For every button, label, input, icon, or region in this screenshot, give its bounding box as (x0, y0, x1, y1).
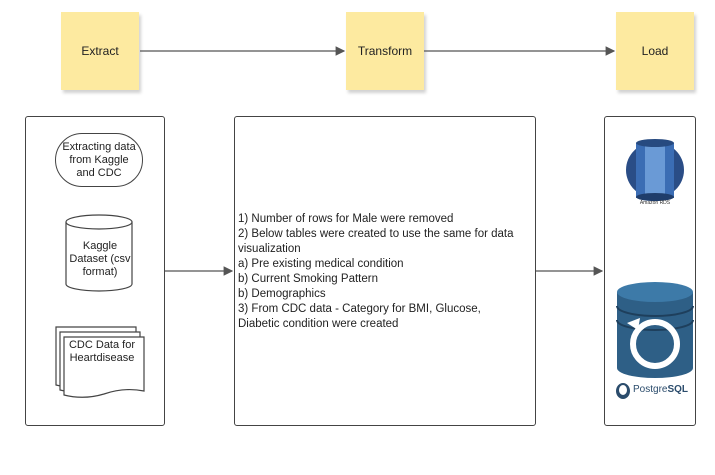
transform-note: Transform (346, 12, 424, 90)
transform-line: 2) Below tables were created to use the … (238, 228, 514, 240)
database-restore-icon (616, 282, 694, 378)
extract-label: Extract (81, 44, 119, 58)
kaggle-cylinder-icon (65, 214, 133, 292)
cdc-data-label: CDC Data for Heartdisease (68, 339, 136, 364)
extract-note: Extract (61, 12, 139, 90)
cdc-document-stack-icon (55, 326, 145, 398)
transform-line: visualization (238, 243, 301, 255)
transform-label: Transform (357, 44, 413, 58)
transform-line: b) Current Smoking Pattern (238, 273, 378, 285)
postgresql-label-a: Postgre (633, 384, 668, 395)
load-note: Load (616, 12, 694, 90)
transform-line: b) Demographics (238, 288, 326, 300)
transform-steps: 1) Number of rows for Male were removed … (238, 212, 538, 332)
transform-line: a) Pre existing medical condition (238, 258, 404, 270)
transform-box (234, 116, 536, 426)
kaggle-dataset-label: Kaggle Dataset (csv format) (69, 240, 131, 278)
load-label: Load (641, 44, 669, 58)
extracting-data-pill: Extracting data from Kaggle and CDC (55, 133, 143, 187)
transform-line: Diabetic condition were created (238, 318, 399, 330)
postgresql-label-b: SQL (667, 384, 689, 395)
postgresql-elephant-icon (616, 383, 630, 399)
extracting-data-text: Extracting data from Kaggle and CDC (62, 140, 136, 179)
amazon-rds-label: Amazon RDS (639, 200, 671, 206)
transform-line: 3) From CDC data - Category for BMI, Glu… (238, 303, 481, 315)
amazon-rds-icon (626, 139, 684, 201)
transform-line: 1) Number of rows for Male were removed (238, 213, 454, 225)
postgresql-wordmark: PostgreSQL (633, 384, 688, 395)
